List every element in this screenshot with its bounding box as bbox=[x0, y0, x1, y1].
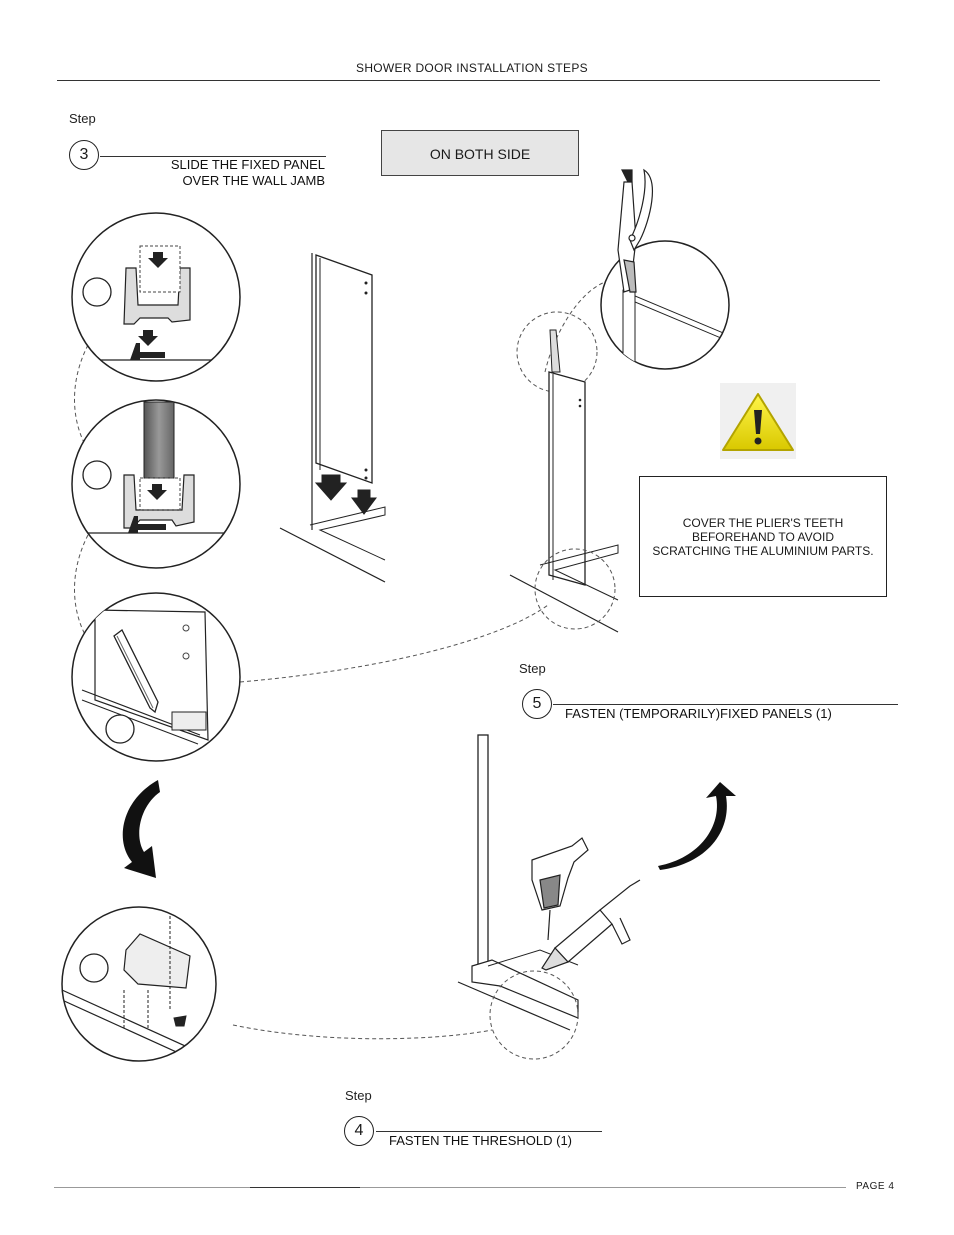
step-5-rule bbox=[553, 704, 898, 705]
step-3-word: Step bbox=[69, 111, 96, 126]
step-3-line-2: OVER THE WALL JAMB bbox=[182, 173, 325, 188]
detail-circle-2 bbox=[71, 399, 241, 569]
step-5-word: Step bbox=[519, 661, 546, 676]
curved-arrow-up-icon bbox=[658, 782, 736, 870]
step-4-word: Step bbox=[345, 1088, 372, 1103]
detail-circle-3 bbox=[71, 592, 241, 762]
step-3-number: 3 bbox=[69, 140, 99, 170]
caulk-gun-icon bbox=[541, 879, 641, 971]
step-4-rule bbox=[376, 1131, 602, 1132]
detail-circle-1 bbox=[71, 212, 241, 382]
step-5-number: 5 bbox=[522, 689, 552, 719]
warning-line-1: COVER THE PLIER'S TEETH bbox=[682, 515, 844, 530]
threshold-illustration bbox=[457, 734, 579, 1060]
header-divider bbox=[57, 80, 880, 81]
both-side-note: ON BOTH SIDE bbox=[381, 130, 579, 176]
step-4-instruction: FASTEN THE THRESHOLD (1) bbox=[389, 1133, 572, 1148]
detail-circle-5 bbox=[61, 906, 217, 1062]
warning-line-2: BEFOREHAND TO AVOID bbox=[691, 529, 834, 544]
drill-icon bbox=[531, 837, 589, 941]
curved-arrow-down-icon bbox=[122, 780, 160, 878]
footer-divider-accent bbox=[250, 1187, 360, 1188]
dashed-connectors bbox=[74, 281, 606, 1040]
step-3-rule bbox=[100, 156, 326, 157]
plier-panel-illustration bbox=[509, 311, 619, 633]
warning-line-3: SCRATCHING THE ALUMINIUM PARTS. bbox=[652, 543, 874, 558]
step-3-line-1: SLIDE THE FIXED PANEL bbox=[170, 157, 325, 172]
step-4-number: 4 bbox=[344, 1116, 374, 1146]
page-header-title: SHOWER DOOR INSTALLATION STEPS bbox=[356, 61, 588, 75]
warning-note-box: COVER THE PLIER'S TEETH BEFOREHAND TO AV… bbox=[639, 476, 887, 597]
warning-triangle-icon bbox=[720, 383, 796, 459]
locking-pliers-icon bbox=[617, 168, 653, 293]
fixed-panel-illustration bbox=[279, 253, 386, 583]
footer-divider bbox=[54, 1187, 846, 1188]
step-3-instruction: SLIDE THE FIXED PANEL OVER THE WALL JAMB bbox=[130, 157, 325, 189]
page-number: PAGE 4 bbox=[856, 1181, 895, 1192]
step-5-instruction: FASTEN (TEMPORARILY)FIXED PANELS (1) bbox=[565, 706, 832, 721]
